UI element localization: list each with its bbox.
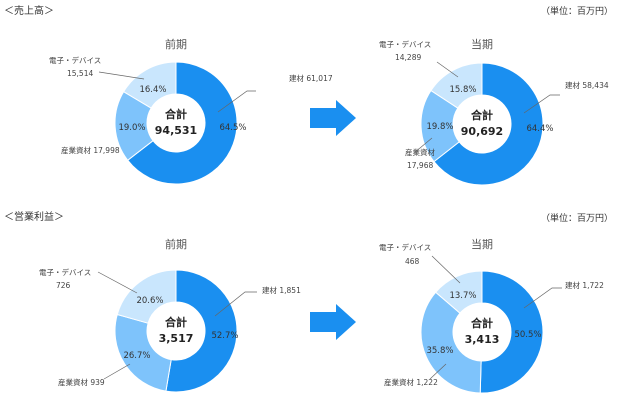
donut-slice: [479, 270, 544, 394]
chart-title: 前期: [165, 37, 187, 51]
leader-line: [523, 287, 562, 309]
donut-slice: [430, 62, 483, 109]
slice-percent-label: 13.7%: [449, 291, 476, 301]
leader-line: [431, 255, 461, 284]
donut-slice: [122, 61, 177, 109]
donut-slice: [126, 61, 238, 185]
leader-line: [97, 271, 138, 294]
unit-label-sales: （単位：百万円）: [540, 7, 613, 17]
slice-callout-label: 電子・デバイス: [49, 55, 101, 65]
slice-percent-label: 64.5%: [219, 123, 246, 133]
leader-line: [429, 363, 447, 380]
slice-callout-label: 726: [56, 281, 71, 290]
section-title-operating-income: ＜営業利益＞: [4, 212, 64, 223]
leader-line: [98, 71, 145, 80]
slice-percent-label: 64.4%: [526, 124, 553, 134]
total-caption: 合計: [165, 107, 187, 121]
chart-title: 当期: [471, 237, 493, 251]
leader-line: [436, 61, 459, 78]
chart-title: 当期: [471, 37, 493, 51]
total-caption: 合計: [471, 316, 493, 330]
right-arrow-icon: [310, 304, 356, 340]
leader-line: [103, 363, 131, 380]
slice-callout-label: 産業資材 1,222: [384, 377, 438, 387]
total-value: 3,517: [159, 332, 194, 345]
donut-slice: [434, 270, 483, 314]
slice-percent-label: 35.8%: [426, 346, 453, 356]
slice-callout-label: 電子・デバイス: [379, 39, 431, 49]
slice-percent-label: 15.8%: [449, 85, 476, 95]
section-title-sales: ＜売上高＞: [4, 6, 54, 17]
slice-callout-label: 電子・デバイス: [379, 242, 431, 252]
donut-slice: [165, 269, 238, 393]
total-value: 3,413: [465, 333, 500, 346]
unit-label-operating-income: （単位：百万円）: [540, 214, 613, 224]
total-value: 90,692: [461, 125, 503, 138]
slice-callout-label: 産業資材 939: [58, 377, 105, 387]
donut-slice: [433, 62, 544, 186]
slice-callout-label: 電子・デバイス: [39, 267, 91, 277]
donut-slice: [420, 291, 482, 394]
slice-percent-label: 26.7%: [123, 351, 150, 361]
slice-percent-label: 52.7%: [211, 331, 238, 341]
leader-line: [214, 291, 257, 317]
slice-callout-label: 468: [405, 257, 420, 266]
slice-callout-label: 15,514: [67, 69, 93, 78]
slice-callout-label: 建材 1,851: [262, 285, 301, 295]
slice-callout-label: 建材 1,722: [565, 280, 604, 290]
chart-title: 前期: [165, 237, 187, 251]
total-caption: 合計: [471, 108, 493, 122]
slice-percent-label: 16.4%: [139, 85, 166, 95]
total-caption: 合計: [165, 315, 187, 329]
total-value: 94,531: [155, 124, 197, 137]
donut-slice: [114, 313, 172, 392]
slice-callout-label: 産業資材 17,998: [61, 145, 120, 155]
slice-callout-label: 14,289: [395, 53, 421, 62]
donut-slice: [116, 269, 177, 324]
slice-percent-label: 20.6%: [136, 296, 163, 306]
slice-percent-label: 19.8%: [426, 122, 453, 132]
slice-percent-label: 19.0%: [118, 123, 145, 133]
slice-callout-label: 産業資材: [405, 147, 435, 157]
leader-line: [413, 137, 433, 154]
right-arrow-icon: [310, 100, 356, 136]
leader-line: [217, 90, 256, 113]
leader-line: [523, 94, 560, 114]
slice-percent-label: 50.5%: [514, 330, 541, 340]
slice-callout-label: 建材 61,017: [289, 73, 333, 83]
slice-callout-label: 建材 58,434: [565, 80, 609, 90]
slice-callout-label: 17,968: [407, 161, 433, 170]
